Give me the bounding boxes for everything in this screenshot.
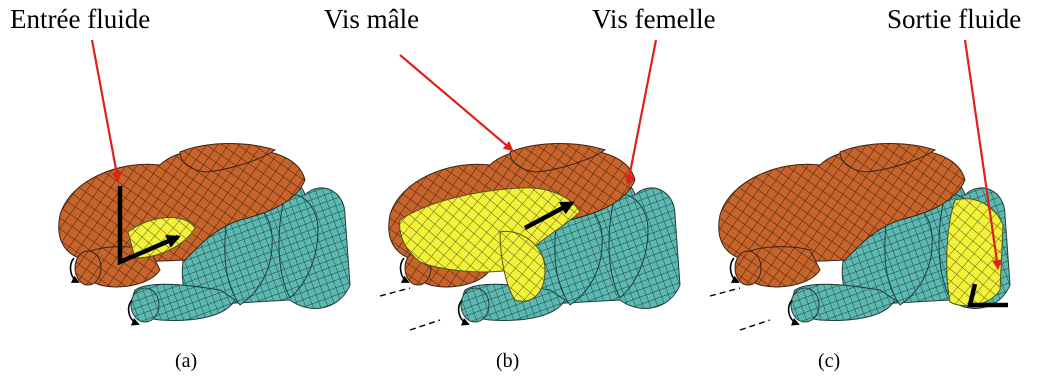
panel-c [710,40,1010,330]
outlet-label: Sortie fluide [887,6,1021,33]
male-screw-label: Vis mâle [324,6,419,33]
caption-a: (a) [175,351,197,371]
panel-b [380,40,680,330]
inlet-label: Entrée fluide [10,6,150,33]
female-screw-label: Vis femelle [592,6,716,33]
caption-c: (c) [818,351,840,371]
panel-a [59,40,350,324]
caption-b: (b) [496,351,519,371]
